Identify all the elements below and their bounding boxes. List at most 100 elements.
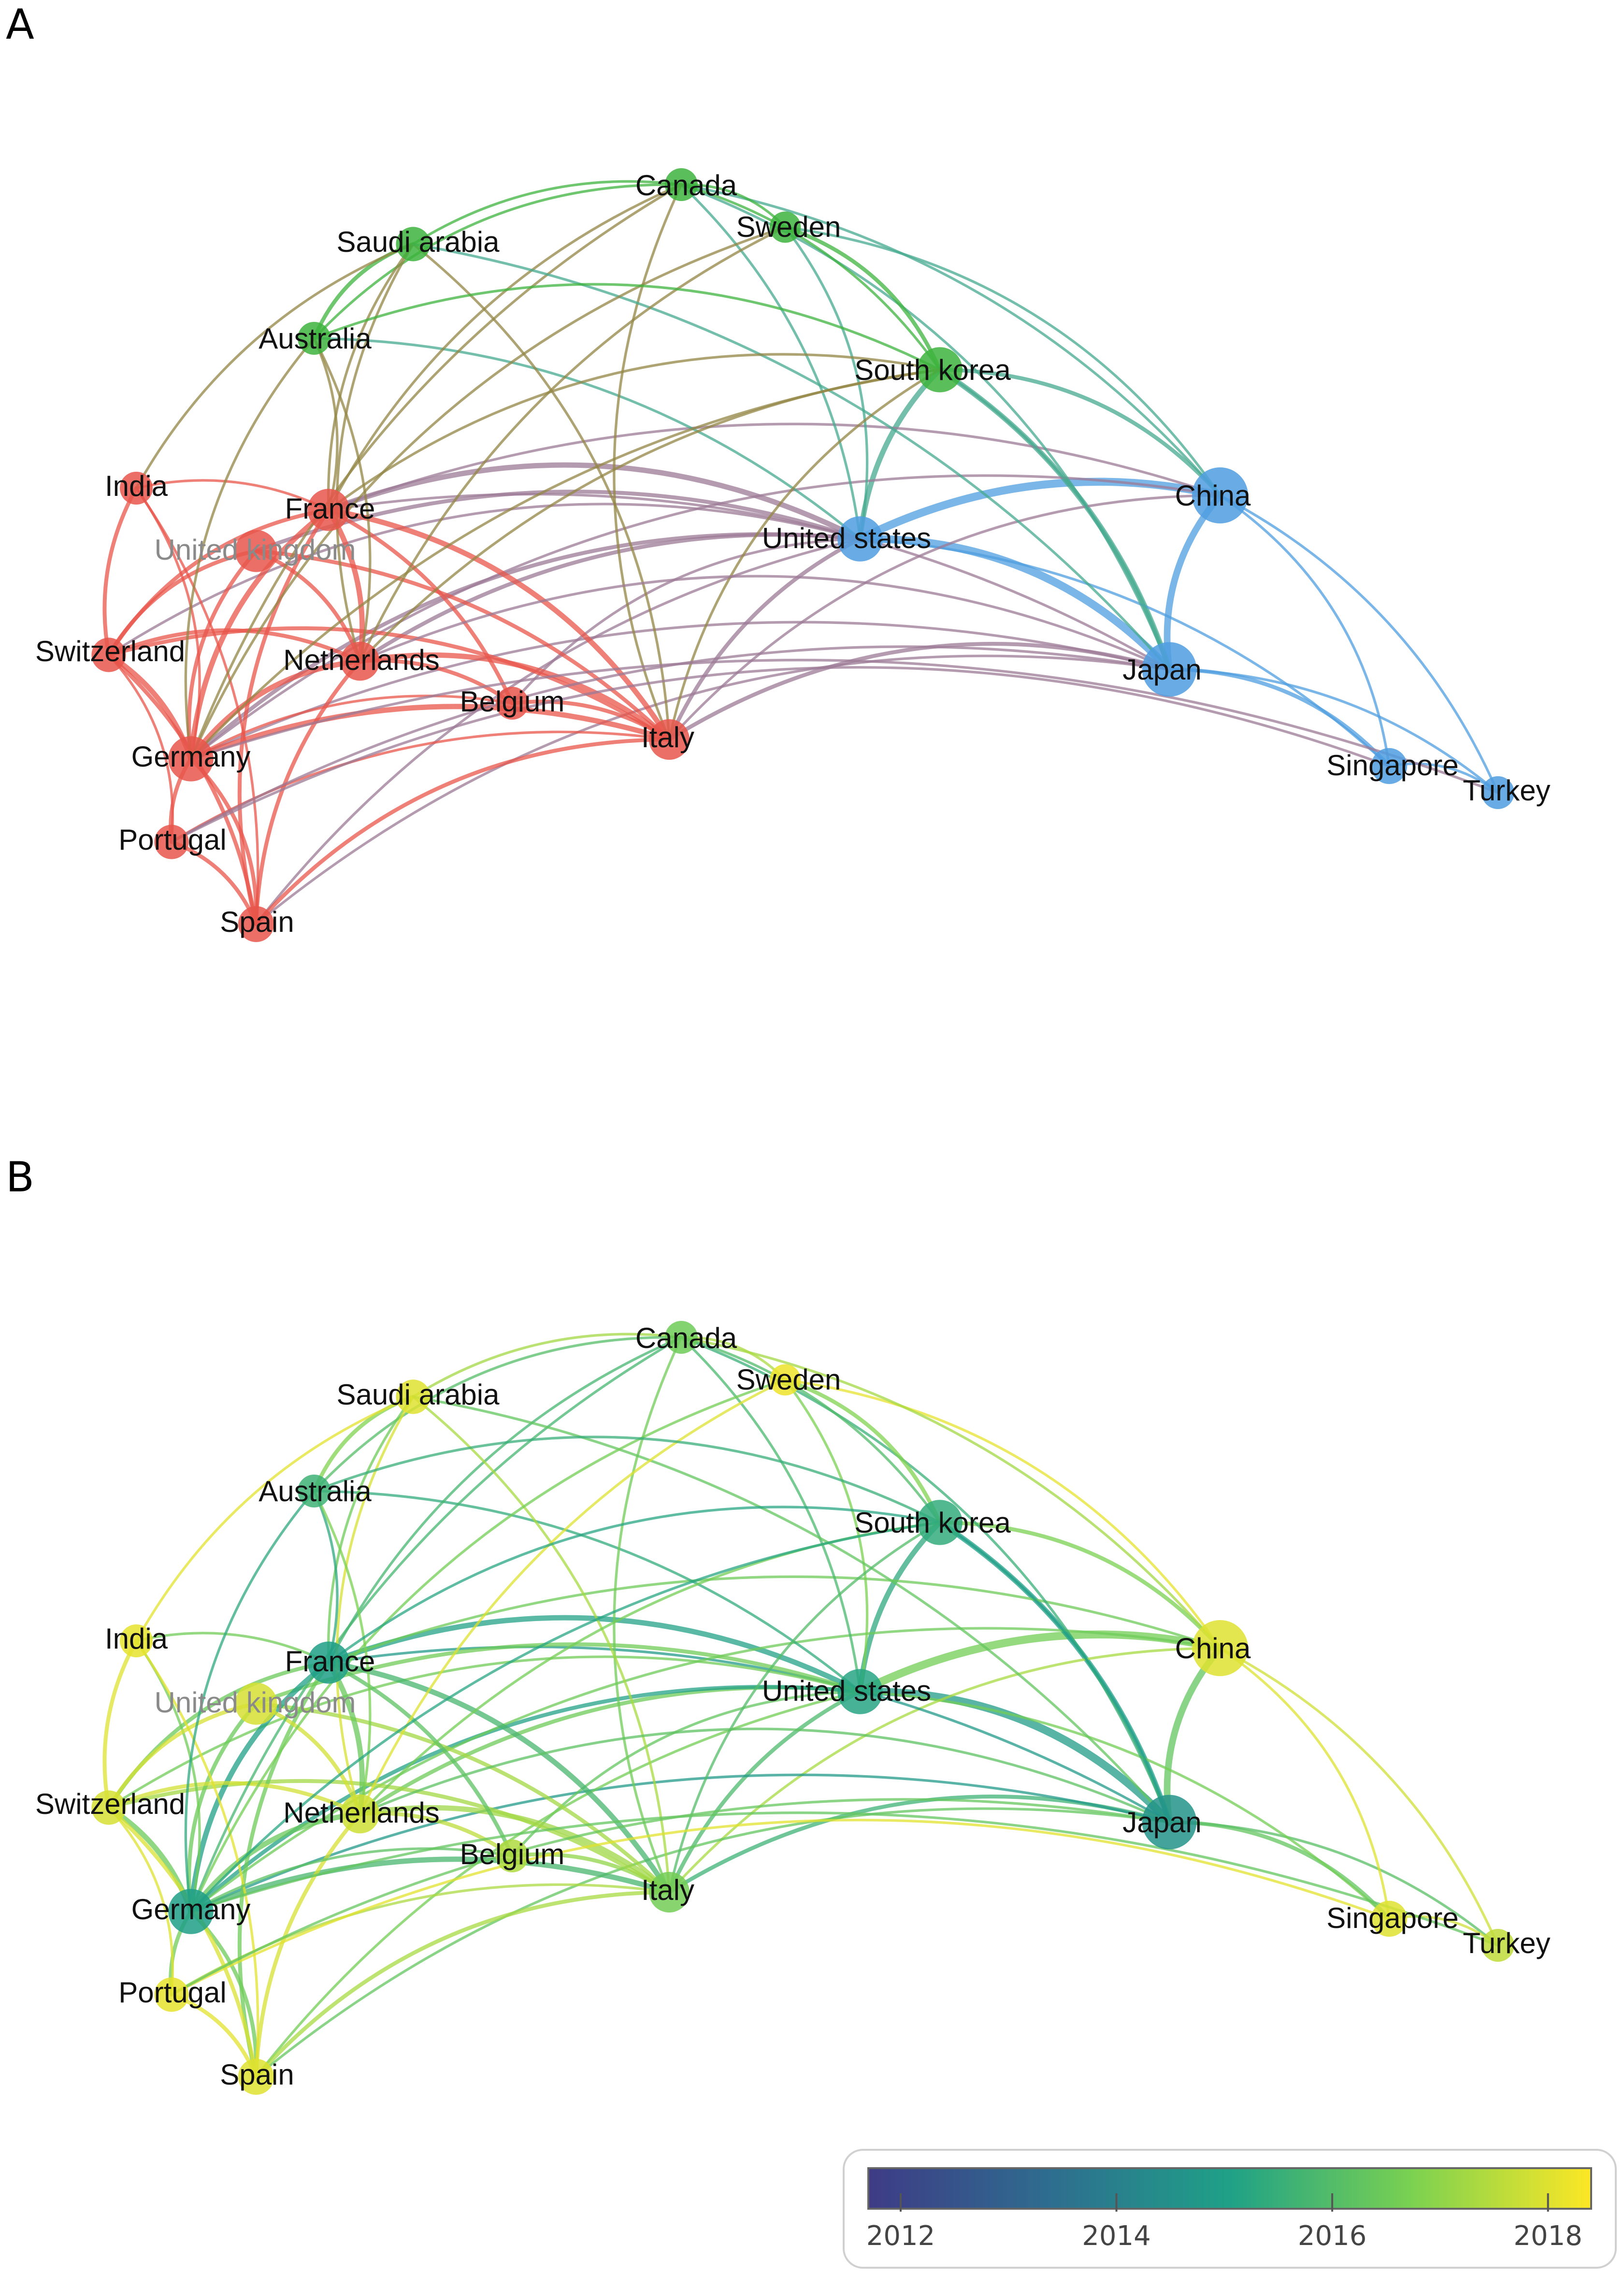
edge-netherlands-belgium	[358, 1811, 515, 1858]
node-label-united-states: United states	[762, 1675, 931, 1707]
node-south-korea[interactable]	[917, 347, 963, 392]
edge-south-korea-italy	[668, 368, 941, 741]
edge-germany-united-kingdom	[187, 1701, 259, 1914]
node-label-spain: Spain	[220, 906, 294, 938]
node-australia[interactable]	[298, 322, 331, 355]
node-label-india: India	[105, 1622, 168, 1655]
edge-netherlands-belgium	[358, 658, 515, 706]
node-switzerland[interactable]	[91, 637, 126, 672]
node-australia[interactable]	[298, 1475, 331, 1507]
edge-australia-south-korea	[313, 1435, 941, 1524]
edge-south-korea-france	[327, 353, 941, 511]
edge-china-sweden	[784, 1378, 1222, 1650]
edge-australia-netherlands	[313, 1490, 372, 1815]
edge-china-canada	[680, 183, 1222, 497]
edge-canada-saudi-arabia	[412, 1333, 683, 1398]
edge-france-belgium	[326, 507, 515, 706]
edge-canada-saudi-arabia	[412, 180, 683, 246]
node-saudi-arabia[interactable]	[396, 227, 431, 261]
edge-china-singapore	[1219, 494, 1391, 768]
edge-canada-france	[327, 1336, 683, 1664]
edge-italy-spain	[254, 737, 672, 927]
node-france[interactable]	[307, 489, 350, 531]
edge-saudi-arabia-france	[327, 1395, 415, 1664]
node-united-kingdom[interactable]	[235, 530, 277, 572]
edge-belgium-germany	[189, 1847, 514, 1913]
node-india[interactable]	[120, 1624, 153, 1657]
edge-australia-france	[313, 337, 339, 511]
node-japan[interactable]	[1142, 642, 1197, 697]
edge-netherlands-united-kingdom	[254, 1701, 362, 1816]
edge-japan-germany	[189, 621, 1171, 760]
node-label-belgium: Belgium	[460, 1838, 565, 1870]
edge-south-korea-china	[937, 1520, 1222, 1651]
edge-south-korea-germany	[189, 1521, 941, 1913]
node-portugal[interactable]	[154, 1977, 189, 2012]
node-sweden[interactable]	[769, 211, 801, 243]
node-sweden[interactable]	[769, 1364, 801, 1396]
edge-canada-italy	[613, 1336, 683, 1894]
colorbar-tick-label-2016: 2016	[1298, 2220, 1367, 2252]
node-singapore[interactable]	[1371, 1900, 1408, 1937]
node-united-states[interactable]	[837, 1669, 883, 1714]
edge-saudi-arabia-netherlands	[335, 243, 415, 663]
node-japan[interactable]	[1142, 1795, 1197, 1850]
node-portugal[interactable]	[154, 825, 189, 859]
node-saudi-arabia[interactable]	[396, 1379, 431, 1414]
edge-saudi-arabia-italy	[412, 1395, 671, 1894]
edge-switzerland-portugal	[107, 1806, 174, 1996]
edge-japan-south-korea	[938, 1521, 1171, 1824]
edge-netherlands-switzerland	[106, 628, 362, 664]
node-belgium[interactable]	[496, 687, 529, 720]
edge-australia-germany	[184, 337, 316, 760]
node-label-sweden: Sweden	[736, 1363, 841, 1396]
node-spain[interactable]	[238, 2058, 274, 2095]
edge-switzerland-portugal	[107, 653, 174, 843]
node-china[interactable]	[1192, 467, 1248, 523]
node-spain[interactable]	[238, 906, 274, 942]
node-united-kingdom[interactable]	[235, 1682, 277, 1725]
panel-b-edges	[102, 1333, 1499, 2079]
node-italy[interactable]	[649, 719, 690, 760]
edge-china-turkey	[1219, 494, 1499, 794]
node-germany[interactable]	[168, 1889, 214, 1934]
edge-china-sweden	[784, 226, 1222, 497]
node-singapore[interactable]	[1371, 748, 1408, 784]
edge-australia-france	[313, 1490, 339, 1664]
edge-japan-turkey	[1168, 1821, 1499, 1947]
edge-singapore-portugal	[170, 1819, 1391, 1996]
edge-turkey-germany	[189, 1811, 1499, 1947]
node-italy[interactable]	[649, 1872, 690, 1912]
node-turkey[interactable]	[1481, 776, 1514, 809]
node-china[interactable]	[1192, 1620, 1248, 1676]
edge-sweden-netherlands	[359, 1378, 787, 1815]
node-label-japan: Japan	[1122, 653, 1201, 686]
node-france[interactable]	[307, 1641, 350, 1684]
panel-a-letter: A	[6, 0, 34, 49]
node-label-south-korea: South korea	[854, 1506, 1011, 1539]
node-label-portugal: Portugal	[118, 1976, 226, 2009]
node-switzerland[interactable]	[91, 1790, 126, 1825]
node-netherlands[interactable]	[340, 641, 380, 681]
node-turkey[interactable]	[1481, 1929, 1514, 1962]
edge-italy-germany	[188, 704, 672, 762]
edge-united-states-sweden	[784, 226, 869, 540]
edge-united-kingdom-switzerland	[106, 1701, 259, 1810]
node-canada[interactable]	[665, 168, 698, 201]
edge-france-belgium	[326, 1660, 515, 1858]
node-canada[interactable]	[665, 1321, 698, 1354]
panel-a-nodes	[91, 168, 1514, 942]
node-label-china: China	[1175, 479, 1251, 512]
node-netherlands[interactable]	[340, 1794, 380, 1834]
node-india[interactable]	[120, 472, 153, 505]
edge-australia-south-korea	[313, 283, 941, 371]
node-germany[interactable]	[168, 736, 214, 782]
edge-canada-germany	[189, 1336, 683, 1913]
node-south-korea[interactable]	[917, 1500, 963, 1545]
edge-france-spain	[237, 507, 331, 927]
node-united-states[interactable]	[837, 516, 883, 562]
edge-canada-germany	[189, 183, 683, 760]
node-belgium[interactable]	[496, 1839, 529, 1872]
